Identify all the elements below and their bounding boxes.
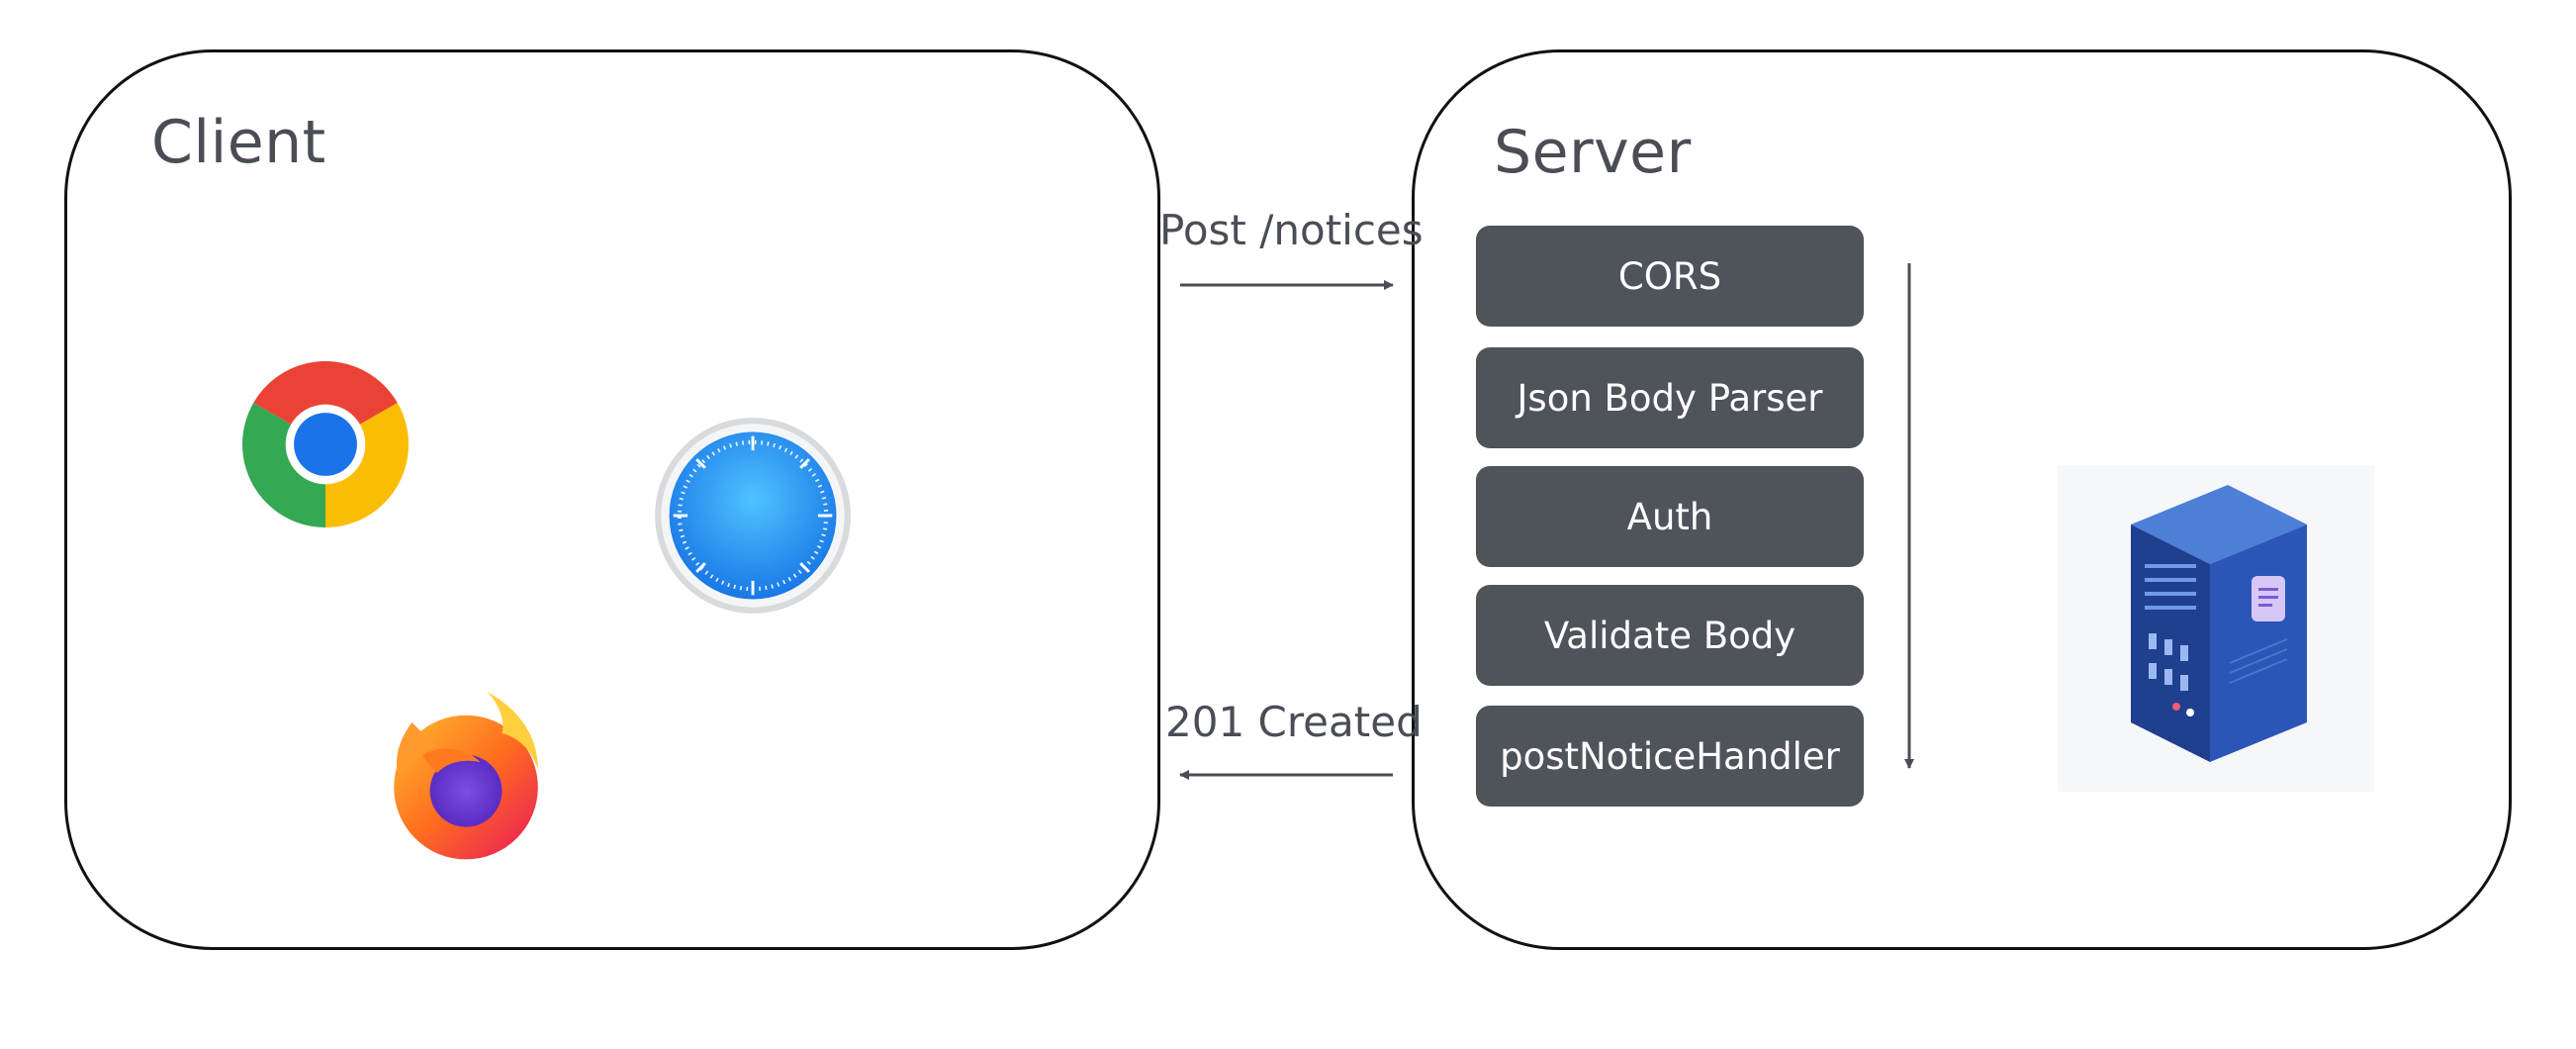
stage-auth: Auth <box>1476 466 1864 567</box>
response-label: 201 Created <box>1165 698 1423 746</box>
firefox-icon <box>394 692 538 860</box>
server-title: Server <box>1494 118 1692 187</box>
client-title: Client <box>151 108 326 177</box>
server-rack-icon <box>2058 465 2374 792</box>
stage-validate-body: Validate Body <box>1476 585 1864 686</box>
client-panel: Client <box>64 49 1160 950</box>
stage-cors: CORS <box>1476 226 1864 327</box>
request-label: Post /notices <box>1159 206 1424 254</box>
stage-post-notice-handler: postNoticeHandler <box>1476 706 1864 807</box>
stage-json-body-parser: Json Body Parser <box>1476 347 1864 448</box>
safari-icon <box>655 418 851 614</box>
chrome-icon <box>242 361 409 527</box>
